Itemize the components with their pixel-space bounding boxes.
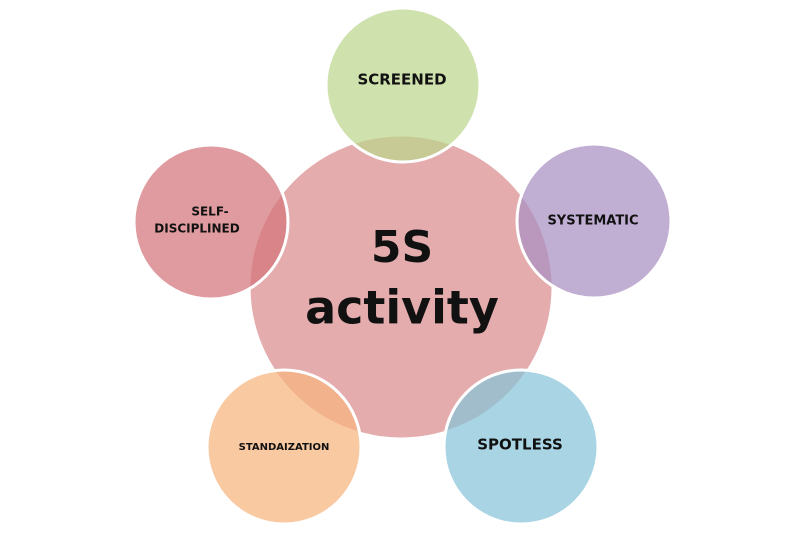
node-label-standaization: STANDAIZATION bbox=[239, 442, 330, 453]
node-label-screened: SCREENED bbox=[357, 71, 446, 89]
node-label-systematic: SYSTEMATIC bbox=[547, 214, 638, 229]
node-circle-systematic bbox=[515, 142, 673, 300]
node-label-spotless: SPOTLESS bbox=[477, 436, 563, 454]
node-label-self-disciplined-line2: DISCIPLINED bbox=[154, 222, 239, 236]
center-title-line2: activity bbox=[305, 281, 499, 335]
node-circle-standaization bbox=[205, 368, 363, 526]
node-circle-spotless bbox=[442, 368, 600, 526]
node-circle-screened bbox=[324, 6, 482, 164]
node-label-self-disciplined-line1: SELF- bbox=[191, 205, 228, 219]
center-title-line1: 5S bbox=[371, 222, 433, 273]
node-circle-self-disciplined bbox=[132, 143, 290, 301]
